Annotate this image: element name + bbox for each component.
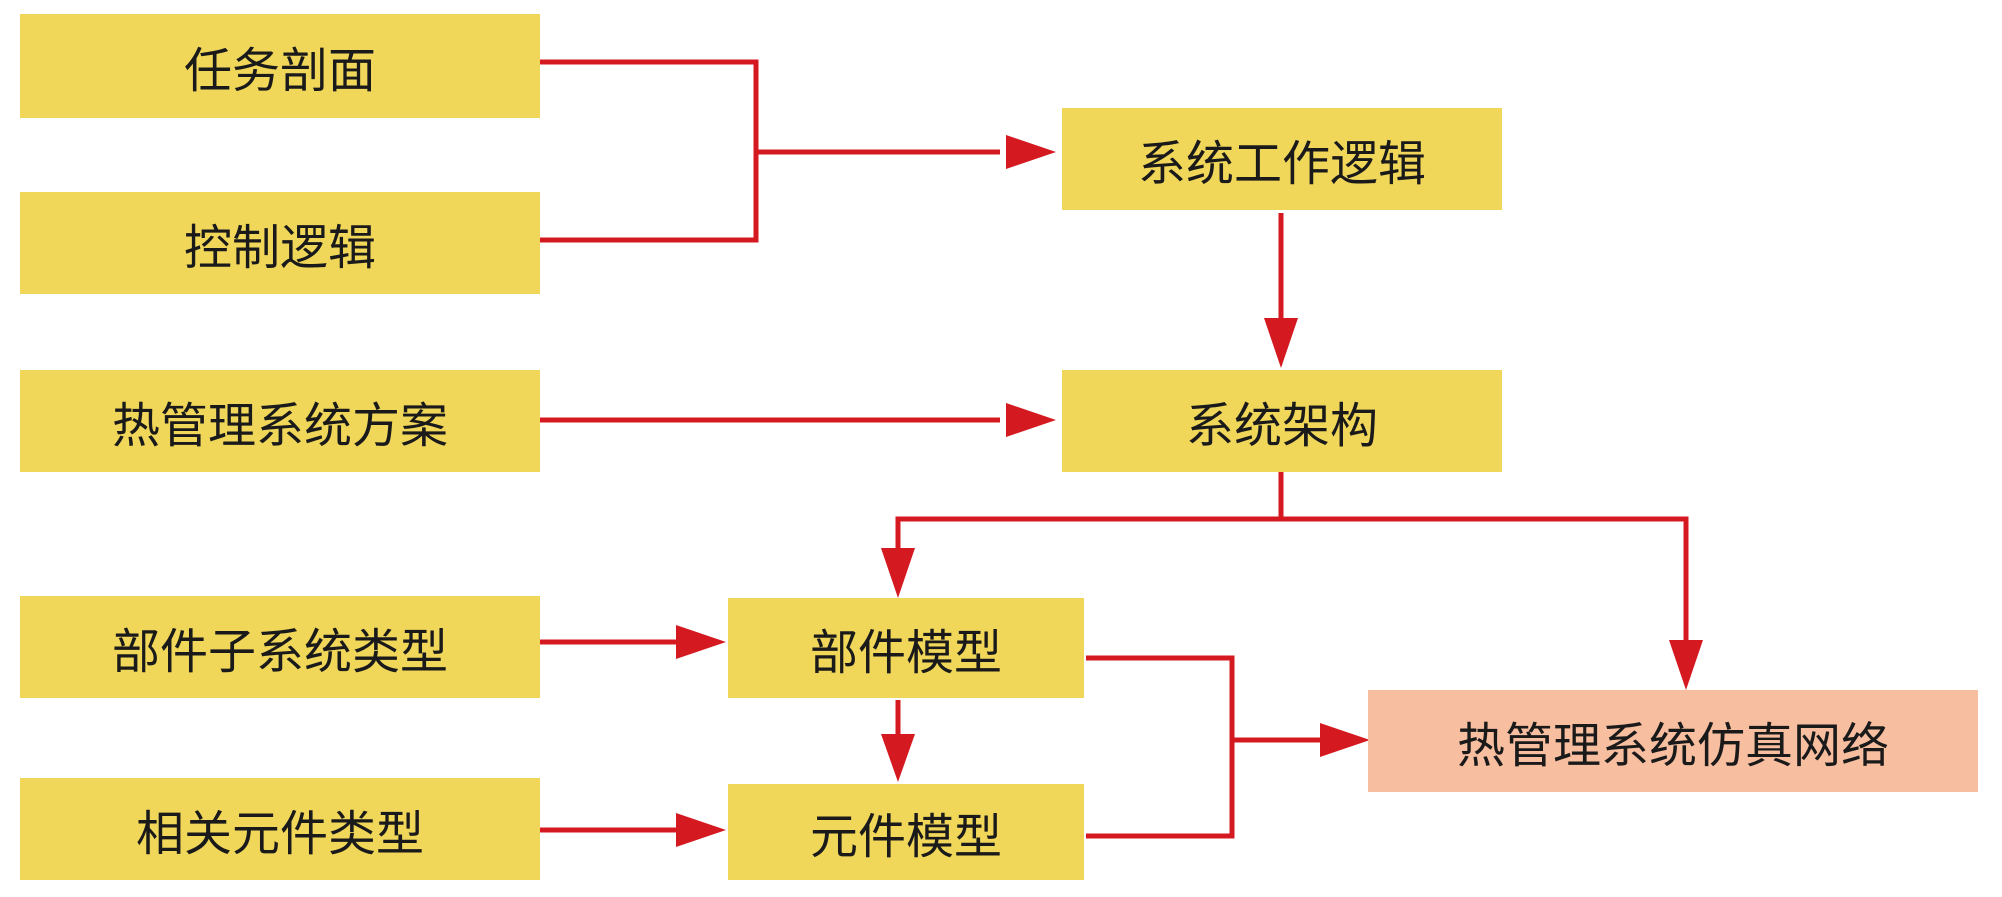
node-component-model: 元件模型	[728, 784, 1084, 880]
arrowhead-component-model	[881, 734, 915, 782]
arrowhead-scheme-architecture	[1006, 403, 1056, 437]
arrowhead-network-top	[1669, 640, 1703, 690]
node-system-logic: 系统工作逻辑	[1062, 108, 1502, 210]
node-system-architecture: 系统架构	[1062, 370, 1502, 472]
arrowhead-component-types	[676, 813, 726, 847]
node-component-types: 相关元件类型	[20, 778, 540, 880]
edge-models-merge	[1086, 655, 1235, 839]
node-mission-profile: 任务剖面	[20, 14, 540, 118]
edge-architecture-to-network	[1281, 516, 1689, 640]
node-label: 部件子系统类型	[111, 624, 448, 680]
node-simulation-network: 热管理系统仿真网络	[1368, 690, 1978, 792]
node-label: 相关元件类型	[135, 806, 424, 862]
node-label: 部件模型	[809, 625, 1002, 681]
node-control-logic: 控制逻辑	[20, 192, 540, 294]
arrowhead-network-left	[1320, 723, 1370, 757]
node-label: 任务剖面	[183, 43, 376, 99]
node-label: 元件模型	[809, 809, 1002, 865]
arrowhead-part-model	[881, 548, 915, 598]
node-label: 系统工作逻辑	[1137, 136, 1426, 192]
edge-architecture-split	[895, 472, 1284, 550]
node-label: 热管理系统仿真网络	[1456, 718, 1889, 774]
node-label: 系统架构	[1185, 398, 1378, 454]
node-label: 热管理系统方案	[111, 398, 448, 454]
arrowhead-subsystem-part	[676, 625, 726, 659]
node-part-model: 部件模型	[728, 598, 1084, 698]
node-subsystem-types: 部件子系统类型	[20, 596, 540, 698]
edge-mission-control-merge	[540, 59, 759, 243]
node-label: 控制逻辑	[183, 220, 376, 276]
node-tms-scheme: 热管理系统方案	[20, 370, 540, 472]
arrowhead-architecture	[1264, 318, 1298, 368]
arrowhead-system-logic	[1006, 135, 1056, 169]
